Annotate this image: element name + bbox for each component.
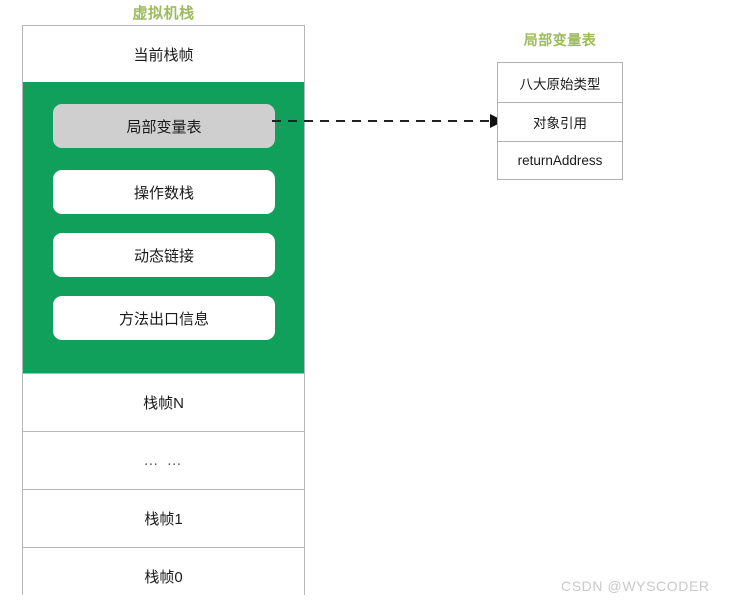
stack-frame-n: 栈帧N xyxy=(23,373,304,431)
local-variable-table-title: 局部变量表 xyxy=(523,32,597,48)
stack-frame-ellipsis: … … xyxy=(23,431,304,489)
frame-part-label: 局部变量表 xyxy=(126,118,202,136)
stack-frame-label: 栈帧1 xyxy=(144,511,183,528)
stack-frame-label: … … xyxy=(143,452,184,469)
frame-part-label: 操作数栈 xyxy=(133,184,194,202)
stack-frame-label: 栈帧N xyxy=(143,395,184,412)
table-row: returnAddress xyxy=(498,141,622,179)
frame-part-label: 动态链接 xyxy=(133,247,194,265)
local-variable-table: 八大原始类型 对象引用 returnAddress xyxy=(497,62,623,180)
frame-part-dynamic-linking[interactable]: 动态链接 xyxy=(53,233,275,277)
vm-stack-title: 虚拟机栈 xyxy=(132,5,195,22)
frame-part-local-variable-table[interactable]: 局部变量表 xyxy=(53,104,275,148)
table-row: 八大原始类型 xyxy=(498,63,622,102)
frame-part-label: 方法出口信息 xyxy=(118,310,209,328)
frame-part-method-return-info[interactable]: 方法出口信息 xyxy=(53,296,275,340)
stack-frame-label: 栈帧0 xyxy=(144,568,183,586)
frame-part-operand-stack[interactable]: 操作数栈 xyxy=(53,170,275,214)
table-cell-label: 对象引用 xyxy=(533,116,587,131)
table-cell-label: returnAddress xyxy=(517,153,603,168)
stack-frame-0: 栈帧0 xyxy=(23,547,304,604)
current-frame-header: 当前栈帧 xyxy=(23,26,304,82)
watermark: CSDN @WYSCODER xyxy=(561,578,710,594)
table-row: 对象引用 xyxy=(498,102,622,141)
vm-stack-container: 当前栈帧 局部变量表 操作数栈 动态链接 方法出口信息 栈帧N … … xyxy=(22,25,305,604)
dashed-arrow-icon xyxy=(272,114,504,128)
table-cell-label: 八大原始类型 xyxy=(519,76,601,92)
current-frame-header-label: 当前栈帧 xyxy=(133,46,194,64)
stack-frame-1: 栈帧1 xyxy=(23,489,304,547)
current-frame-panel: 局部变量表 操作数栈 动态链接 方法出口信息 xyxy=(23,82,304,373)
